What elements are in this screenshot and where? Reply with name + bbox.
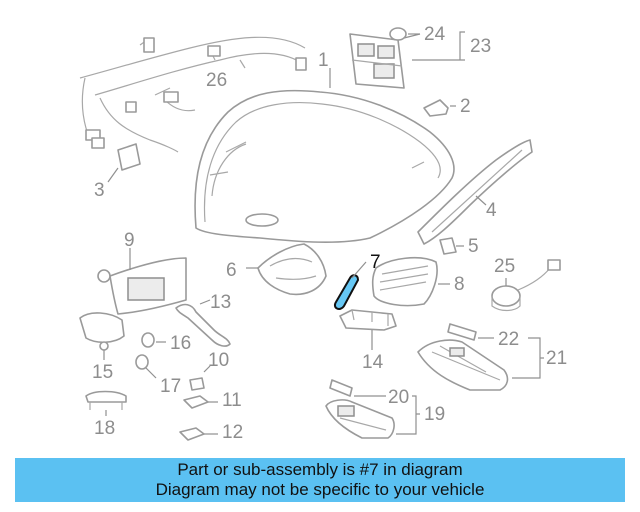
- callout-5: 5: [468, 236, 479, 257]
- part-23-overhead-console: [349, 31, 465, 89]
- callout-11: 11: [222, 390, 242, 411]
- callout-23: 23: [470, 36, 491, 57]
- banner-line-part-info: Part or sub-assembly is #7 in diagram: [177, 460, 463, 479]
- callout-9: 9: [124, 230, 135, 251]
- part-1-headliner: [194, 68, 455, 243]
- callout-26: 26: [206, 70, 227, 91]
- banner-line-disclaimer: Diagram may not be specific to your vehi…: [155, 480, 485, 499]
- part-24-bulb: [389, 27, 420, 41]
- callout-15: 15: [92, 362, 113, 383]
- callout-17: 17: [160, 376, 181, 397]
- part-14-bracket: [339, 309, 397, 350]
- part-8-lamp: [371, 256, 450, 307]
- part-20-bulb: [329, 379, 386, 397]
- callout-10: 10: [208, 350, 229, 371]
- part-16-ring: [141, 332, 166, 348]
- part-15-cover: [79, 312, 125, 360]
- callout-24: 24: [424, 24, 446, 45]
- info-banner: Part or sub-assembly is #7 in diagram Di…: [15, 458, 625, 502]
- callout-6: 6: [226, 260, 237, 281]
- callout-19: 19: [424, 404, 445, 425]
- callout-12: 12: [222, 422, 243, 443]
- part-7-highlighted-component: [334, 261, 367, 310]
- callout-13: 13: [210, 292, 231, 313]
- part-18-bracket: [85, 390, 127, 416]
- callout-20: 20: [388, 387, 409, 408]
- part-25-sensor: [491, 259, 561, 312]
- exploded-parts-diagram: 1 2 3 4 5 6 7 8 9 10 11 12 13 14 15 16 1…: [79, 24, 567, 443]
- callout-16: 16: [170, 333, 191, 354]
- callout-22: 22: [498, 329, 519, 350]
- part-19-lamp: [325, 395, 420, 439]
- part-22-bulb: [447, 323, 494, 341]
- callout-18: 18: [94, 418, 115, 439]
- part-26-wiring-harness: [79, 36, 307, 153]
- part-21-dome-lamp: [417, 337, 544, 391]
- part-5-cap: [439, 237, 464, 255]
- callout-3: 3: [94, 180, 105, 201]
- callout-1: 1: [318, 50, 329, 71]
- callout-2: 2: [460, 96, 471, 117]
- part-6-bracket: [246, 243, 327, 296]
- callout-21: 21: [546, 348, 567, 369]
- callout-14: 14: [362, 352, 384, 373]
- part-17-ring: [135, 354, 157, 379]
- callout-8: 8: [454, 274, 465, 295]
- callout-labels: 1 2 3 4 5 6 7 8 9 10 11 12 13 14 15 16 1…: [92, 24, 567, 443]
- part-10-clip: [189, 365, 211, 391]
- part-12-clip: [179, 427, 218, 441]
- callout-7: 7: [370, 252, 381, 273]
- part-4-pillar-trim: [417, 139, 533, 245]
- callout-4: 4: [486, 200, 497, 221]
- part-13-grab-handle: [175, 299, 231, 347]
- part-3-bracket: [107, 143, 141, 183]
- part-11-clip: [183, 395, 218, 409]
- part-9-sun-visor: [97, 248, 187, 315]
- callout-25: 25: [494, 256, 515, 277]
- part-2-clip: [423, 99, 456, 117]
